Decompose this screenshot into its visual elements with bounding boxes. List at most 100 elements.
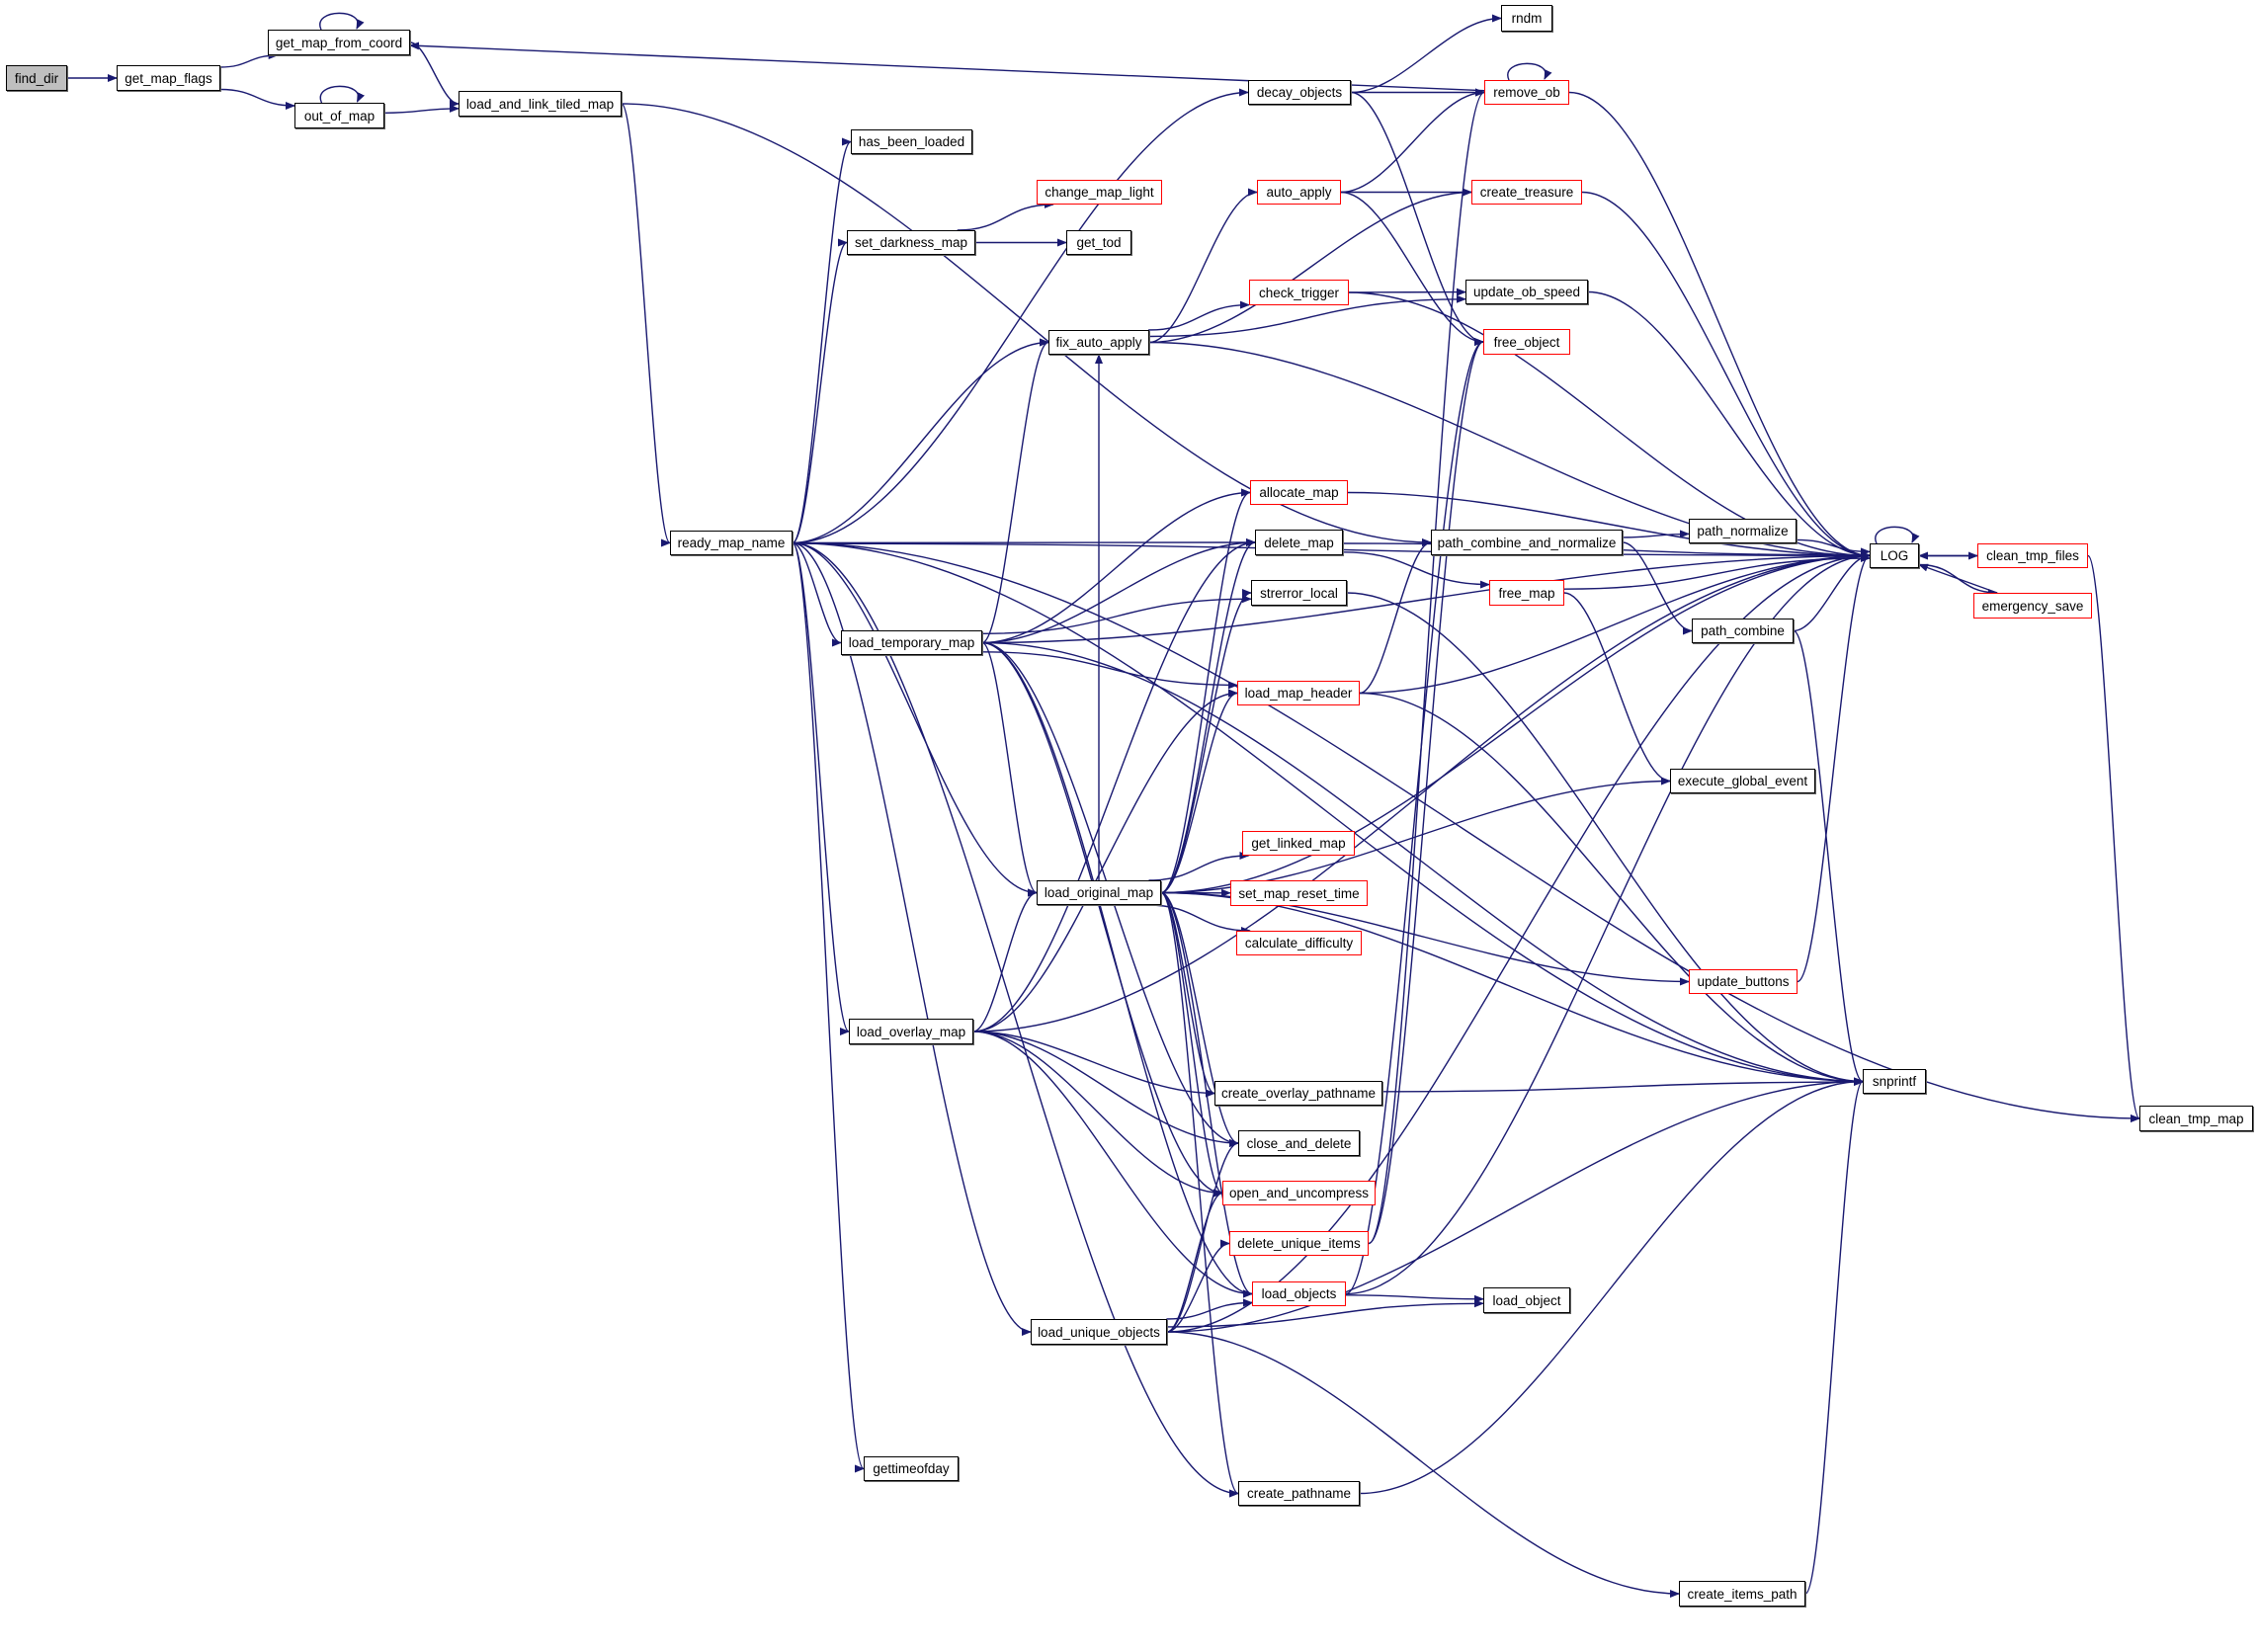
edge-load-original-map-to-create-pathname [1160, 891, 1239, 1498]
edge-load-original-map-to-load-map-header [1160, 689, 1238, 894]
edge-load-overlay-map-to-close-and-delete [972, 1031, 1239, 1147]
node-create-items-path[interactable]: create_items_path [1679, 1581, 1805, 1607]
edge-load-objects-to-load-object [1345, 1294, 1484, 1303]
node-calculate-difficulty[interactable]: calculate_difficulty [1236, 931, 1362, 955]
edge-ready-map-name-to-load-unique-objects [792, 541, 1032, 1336]
edge-delete-map-to-free-map [1342, 551, 1490, 589]
node-label: set_map_reset_time [1238, 885, 1360, 901]
node-label: load_original_map [1044, 885, 1154, 900]
node-log[interactable]: LOG [1870, 543, 1919, 568]
edge-delete-unique-items-to-free-object [1368, 338, 1484, 1245]
node-load-temporary-map[interactable]: load_temporary_map [841, 630, 982, 655]
node-has-been-loaded[interactable]: has_been_loaded [851, 129, 972, 154]
edge-load-original-map-to-calculate-difficulty [1147, 904, 1251, 935]
edge-ready-map-name-to-has-been-loaded [792, 137, 852, 544]
node-path-normalize[interactable]: path_normalize [1689, 519, 1797, 543]
node-set-darkness-map[interactable]: set_darkness_map [847, 230, 975, 255]
edge-create-overlay-pathname-to-snprintf [1381, 1078, 1864, 1093]
edge-load-map-header-to-path-combine-and-normalize [1359, 538, 1432, 695]
node-allocate-map[interactable]: allocate_map [1250, 480, 1348, 505]
node-clean-tmp-map[interactable]: clean_tmp_map [2139, 1106, 2253, 1131]
node-update-ob-speed[interactable]: update_ob_speed [1465, 280, 1588, 304]
edge-delete-unique-items-to-remove-ob [1368, 88, 1485, 1245]
node-open-and-uncompress[interactable]: open_and_uncompress [1222, 1181, 1376, 1205]
edge-get-map-from-coord-to-get-map-from-coord [319, 12, 365, 31]
node-find-dir[interactable]: find_dir [6, 65, 67, 91]
edge-load-temporary-map-to-log [981, 551, 1871, 644]
node-label: has_been_loaded [858, 134, 965, 149]
edge-fix-auto-apply-to-update-ob-speed [1148, 294, 1466, 338]
edge-create-pathname-to-snprintf [1359, 1077, 1864, 1495]
edge-get-map-from-coord-to-load-and-link-tiled-map [409, 41, 460, 108]
edge-allocate-map-to-log [1347, 491, 1871, 560]
node-delete-map[interactable]: delete_map [1255, 530, 1343, 555]
node-get-map-from-coord[interactable]: get_map_from_coord [268, 30, 410, 55]
edge-get-map-flags-to-get-map-from-coord [219, 51, 279, 68]
node-remove-ob[interactable]: remove_ob [1484, 80, 1569, 105]
node-delete-unique-items[interactable]: delete_unique_items [1229, 1231, 1369, 1256]
node-label: change_map_light [1045, 185, 1154, 200]
edge-ready-map-name-to-load-overlay-map [792, 541, 850, 1035]
node-path-combine-and-normalize[interactable]: path_combine_and_normalize [1431, 530, 1623, 555]
edge-load-overlay-map-to-load-objects [972, 1031, 1253, 1298]
node-change-map-light[interactable]: change_map_light [1037, 180, 1162, 205]
edge-path-combine-to-snprintf [1793, 629, 1864, 1086]
node-create-treasure[interactable]: create_treasure [1471, 180, 1582, 205]
edge-path-combine-to-log [1793, 551, 1871, 632]
edge-load-overlay-map-to-open-and-uncompress [972, 1031, 1223, 1198]
node-get-map-flags[interactable]: get_map_flags [117, 65, 220, 91]
edge-load-unique-objects-to-close-and-delete [1166, 1139, 1239, 1333]
node-create-pathname[interactable]: create_pathname [1238, 1481, 1360, 1506]
edge-remove-ob-to-log [1568, 91, 1871, 560]
node-update-buttons[interactable]: update_buttons [1689, 969, 1798, 994]
node-decay-objects[interactable]: decay_objects [1248, 80, 1351, 105]
edge-load-map-header-to-log [1359, 551, 1871, 695]
node-clean-tmp-files[interactable]: clean_tmp_files [1977, 543, 2088, 568]
node-label: free_object [1493, 334, 1560, 350]
node-gettimeofday[interactable]: gettimeofday [864, 1456, 959, 1481]
node-rndm[interactable]: rndm [1501, 5, 1552, 32]
node-free-object[interactable]: free_object [1483, 329, 1570, 355]
edge-emergency-save-to-log [1918, 563, 1998, 594]
node-load-overlay-map[interactable]: load_overlay_map [849, 1019, 973, 1044]
node-set-map-reset-time[interactable]: set_map_reset_time [1230, 880, 1368, 906]
node-label: calculate_difficulty [1244, 936, 1354, 950]
node-load-and-link-tiled-map[interactable]: load_and_link_tiled_map [459, 91, 622, 117]
edge-load-unique-objects-to-snprintf [1166, 1077, 1864, 1333]
node-ready-map-name[interactable]: ready_map_name [670, 531, 793, 555]
node-load-object[interactable]: load_object [1483, 1287, 1570, 1313]
node-snprintf[interactable]: snprintf [1863, 1069, 1926, 1094]
node-get-tod[interactable]: get_tod [1066, 230, 1131, 255]
node-get-linked-map[interactable]: get_linked_map [1242, 831, 1355, 856]
node-load-map-header[interactable]: load_map_header [1237, 681, 1360, 705]
edge-update-buttons-to-log [1797, 551, 1871, 983]
node-out-of-map[interactable]: out_of_map [294, 103, 384, 128]
node-emergency-save[interactable]: emergency_save [1973, 593, 2092, 619]
node-free-map[interactable]: free_map [1489, 580, 1564, 606]
node-check-trigger[interactable]: check_trigger [1249, 280, 1349, 305]
node-label: create_items_path [1687, 1586, 1798, 1602]
node-load-unique-objects[interactable]: load_unique_objects [1031, 1319, 1167, 1345]
node-create-overlay-pathname[interactable]: create_overlay_pathname [1214, 1081, 1382, 1106]
node-close-and-delete[interactable]: close_and_delete [1238, 1130, 1360, 1156]
edge-decay-objects-to-free-object [1350, 91, 1484, 346]
node-label: rndm [1511, 11, 1543, 26]
node-label: emergency_save [1981, 598, 2084, 614]
node-load-objects[interactable]: load_objects [1252, 1281, 1346, 1306]
node-execute-global-event[interactable]: execute_global_event [1670, 769, 1815, 793]
node-strerror-local[interactable]: strerror_local [1251, 580, 1347, 606]
node-label: load_map_header [1244, 686, 1353, 701]
node-auto-apply[interactable]: auto_apply [1257, 180, 1341, 205]
node-path-combine[interactable]: path_combine [1692, 619, 1794, 643]
edge-fix-auto-apply-to-auto-apply [1148, 188, 1258, 344]
edge-load-temporary-map-to-open-and-uncompress [981, 641, 1223, 1198]
edge-create-treasure-to-log [1581, 191, 1871, 560]
node-label: out_of_map [303, 108, 376, 124]
node-fix-auto-apply[interactable]: fix_auto_apply [1048, 330, 1149, 355]
node-label: close_and_delete [1246, 1135, 1352, 1151]
node-load-original-map[interactable]: load_original_map [1037, 880, 1161, 905]
edge-out-of-map-to-load-and-link-tiled-map [383, 104, 460, 114]
edge-ready-map-name-to-decay-objects [792, 88, 1249, 544]
edge-ready-map-name-to-snprintf [792, 541, 1864, 1086]
node-label: load_and_link_tiled_map [465, 96, 615, 112]
